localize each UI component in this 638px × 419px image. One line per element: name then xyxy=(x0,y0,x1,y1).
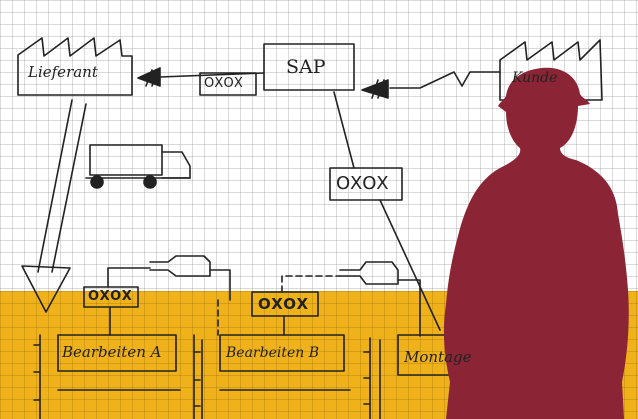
kanban-card-top: OXOX xyxy=(204,76,244,91)
worker-silhouette-icon xyxy=(443,67,629,419)
kanban-card-b-frame xyxy=(251,291,319,317)
kanban-card-a: OXOX xyxy=(88,289,133,304)
customer-factory-icon xyxy=(499,39,603,101)
arrow-customer-to-sap xyxy=(389,71,501,89)
process-step-b: Bearbeiten B xyxy=(226,345,320,361)
process-step-montage: Montage xyxy=(404,348,472,366)
sap-label: SAP xyxy=(286,56,326,78)
supplier-label: Lieferant xyxy=(28,63,98,81)
kanban-card-top-frame xyxy=(199,72,257,96)
kanban-card-middle: OXOX xyxy=(336,173,390,194)
sap-box xyxy=(263,43,355,91)
supplier-factory-icon xyxy=(17,37,133,96)
process-step-a: Bearbeiten A xyxy=(62,343,162,361)
kanban-card-middle-frame xyxy=(329,167,403,201)
kanban-card-a-frame xyxy=(83,286,139,308)
big-arrow-head xyxy=(21,265,71,313)
process-box-b xyxy=(219,334,345,372)
process-box-a xyxy=(57,334,177,372)
line-card-to-montage xyxy=(379,199,441,331)
truck-icon xyxy=(85,144,191,189)
kanban-card-b: OXOX xyxy=(258,295,310,313)
line-sap-to-card xyxy=(333,91,355,169)
big-arrow-shaft-left xyxy=(37,99,73,273)
customer-label: Kunde xyxy=(512,70,558,86)
